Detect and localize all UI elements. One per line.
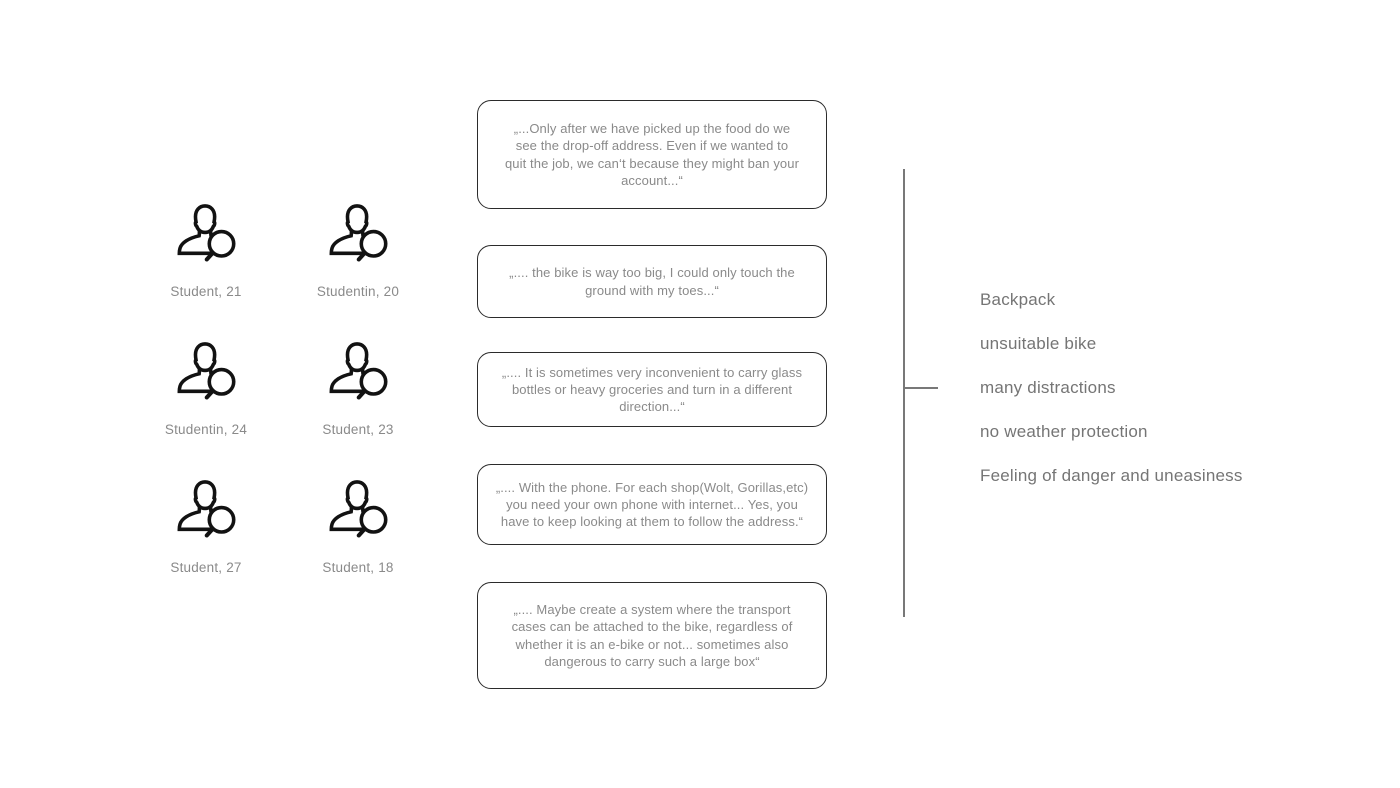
quote-bubble: „.... Maybe create a system where the tr… [477,582,827,689]
persona-card: Studentin, 24 [134,340,278,438]
quote-text: „.... It is sometimes very inconvenient … [501,364,803,415]
user-search-icon [170,202,242,264]
quote-bubble: „.... It is sometimes very inconvenient … [477,352,827,427]
findings-list: Backpack unsuitable bike many distractio… [980,291,1243,484]
quote-text: „.... With the phone. For each shop(Wolt… [495,479,809,530]
user-search-icon [170,340,242,402]
persona-card: Student, 21 [134,202,278,300]
quote-text: „.... the bike is way too big, I could o… [509,265,795,298]
quote-text: „.... Maybe create a system where the tr… [511,601,793,669]
bracket-tick-line [903,387,938,389]
quotes-column: „...Only after we have picked up the foo… [477,0,827,788]
user-search-icon [170,478,242,540]
bracket-vertical-line [903,169,905,617]
persona-label: Studentin, 24 [164,422,248,437]
user-search-icon [322,202,394,264]
persona-label: Student, 23 [322,422,394,437]
persona-card: Student, 23 [286,340,430,438]
persona-card: Studentin, 20 [286,202,430,300]
quote-text: „...Only after we have picked up the foo… [504,120,800,188]
user-search-icon [322,478,394,540]
finding-item: many distractions [980,378,1116,397]
quote-bubble: „.... With the phone. For each shop(Wolt… [477,464,827,545]
persona-card: Student, 18 [286,478,430,576]
personas-grid: Student, 21 [134,202,430,576]
persona-label: Student, 21 [170,284,242,299]
finding-item: Feeling of danger and uneasiness [980,466,1243,485]
persona-label: Studentin, 20 [316,284,400,299]
persona-label: Student, 18 [322,560,394,575]
quote-bubble: „.... the bike is way too big, I could o… [477,245,827,318]
quote-bubble: „...Only after we have picked up the foo… [477,100,827,209]
persona-card: Student, 27 [134,478,278,576]
finding-item: Backpack [980,290,1056,309]
finding-item: unsuitable bike [980,334,1097,353]
user-search-icon [322,340,394,402]
finding-item: no weather protection [980,422,1148,441]
persona-label: Student, 27 [170,560,242,575]
